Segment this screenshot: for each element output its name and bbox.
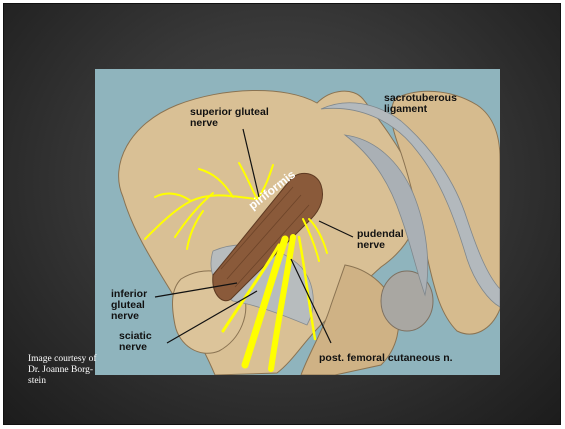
pudendal-nerve-label: pudendal nerve: [357, 229, 404, 251]
pelvis-nerve-anatomy-illustration: superior gluteal nerve sacrotuberous lig…: [95, 69, 500, 375]
inferior-gluteal-nerve-label: inferior gluteal nerve: [111, 289, 147, 322]
image-credit: Image courtesy of Dr. Joanne Borg-stein: [28, 354, 108, 387]
superior-gluteal-nerve-label: superior gluteal nerve: [190, 107, 269, 129]
post-femoral-cutaneous-nerve-label: post. femoral cutaneous n.: [319, 353, 453, 364]
sacrotuberous-ligament-label: sacrotuberous ligament: [384, 93, 457, 115]
slide: superior gluteal nerve sacrotuberous lig…: [3, 3, 561, 425]
sciatic-nerve-label: sciatic nerve: [119, 331, 152, 353]
